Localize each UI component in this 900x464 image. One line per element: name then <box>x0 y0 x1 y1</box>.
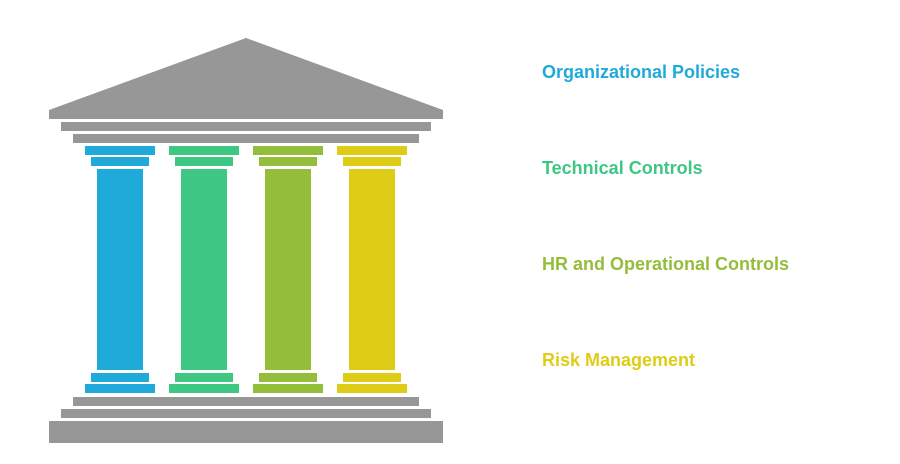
pillar-title-hr-operational-controls: HR and Operational Controls <box>542 254 790 274</box>
pillar-1 <box>85 146 155 393</box>
foundation-step-2 <box>61 409 431 418</box>
pillar-2-base-top <box>175 373 233 382</box>
pillar-label-1: Organizational Policies <box>542 61 882 101</box>
pillar-title-risk-management: Risk Management <box>542 350 696 370</box>
pillar-2-shaft <box>181 169 227 370</box>
entablature-upper <box>61 122 431 131</box>
pillar-2-base-bottom <box>169 384 239 393</box>
pillar-1-capital-bottom <box>91 157 149 166</box>
pillar-1-shaft <box>97 169 143 370</box>
foundation-step-1 <box>73 397 419 406</box>
pillar-label-3: HR and Operational Controls <box>542 253 882 293</box>
temple-roof <box>49 38 443 110</box>
pillar-3 <box>253 146 323 393</box>
pillar-3-base-top <box>259 373 317 382</box>
pillar-4-capital-top <box>337 146 407 155</box>
pillar-2-capital-top <box>169 146 239 155</box>
pillar-2 <box>169 146 239 393</box>
pillar-4-base-top <box>343 373 401 382</box>
pillar-1-base-bottom <box>85 384 155 393</box>
pillar-3-capital-top <box>253 146 323 155</box>
pillar-4 <box>337 146 407 393</box>
pillar-1-base-top <box>91 373 149 382</box>
pillar-3-shaft <box>265 169 311 370</box>
pillar-2-capital-bottom <box>175 157 233 166</box>
temple-diagram <box>49 38 443 443</box>
pillar-label-4: Risk Management <box>542 349 882 389</box>
pillar-3-capital-bottom <box>259 157 317 166</box>
pillar-title-technical-controls: Technical Controls <box>542 158 703 178</box>
roof-base <box>49 110 443 119</box>
pillar-1-capital-top <box>85 146 155 155</box>
foundation-step-3 <box>49 421 443 443</box>
entablature-lower <box>73 134 419 143</box>
pillar-3-base-bottom <box>253 384 323 393</box>
pillar-4-shaft <box>349 169 395 370</box>
pillar-label-2: Technical Controls <box>542 157 882 197</box>
pillar-title-organizational-policies: Organizational Policies <box>542 62 741 82</box>
pillar-4-base-bottom <box>337 384 407 393</box>
pillar-4-capital-bottom <box>343 157 401 166</box>
